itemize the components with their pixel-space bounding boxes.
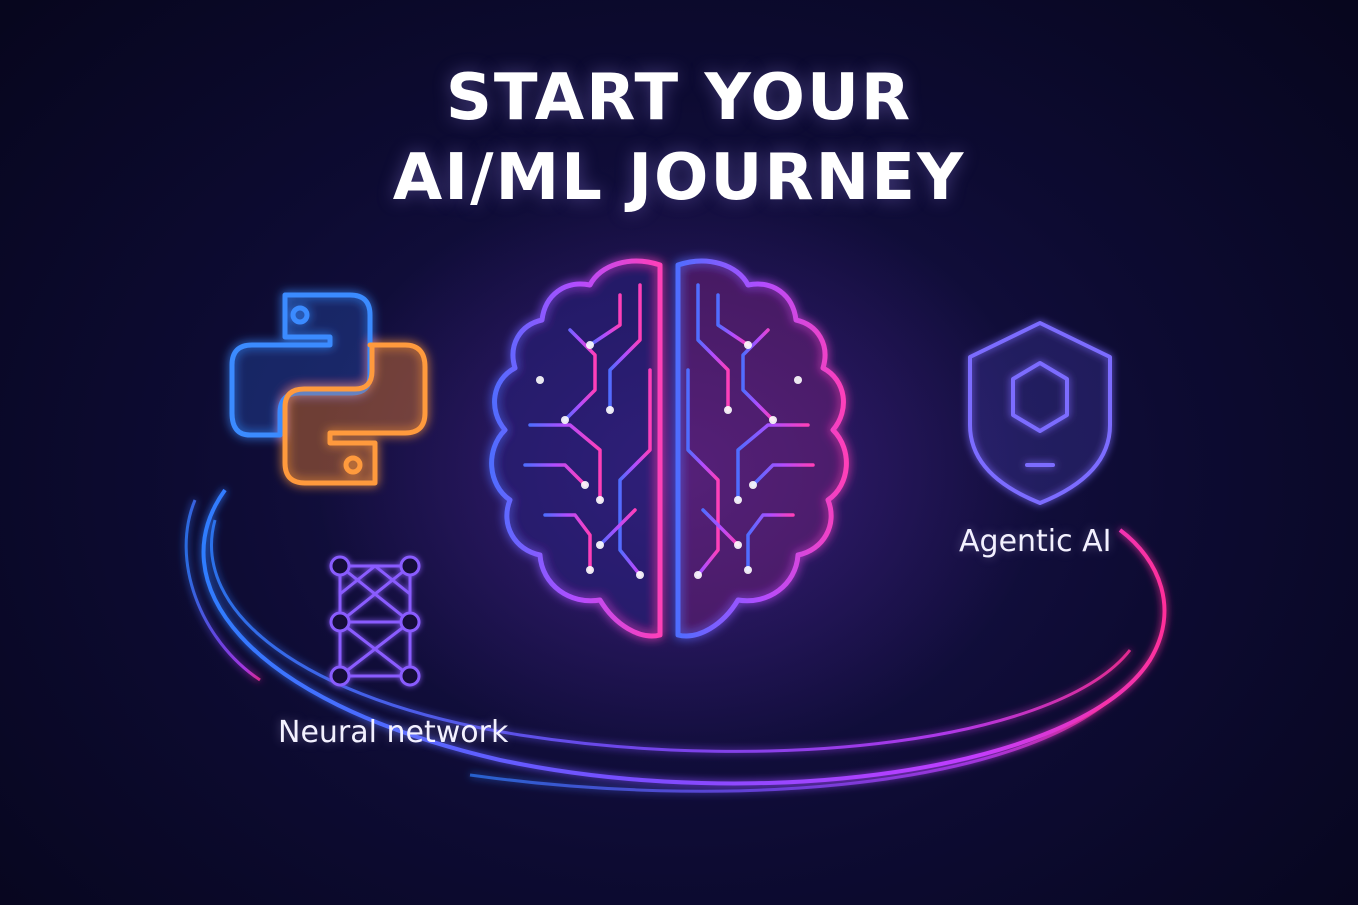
agentic-ai-label: Agentic AI	[959, 524, 1112, 559]
neural-network-label: Neural network	[278, 715, 509, 750]
brain-circuit-icon	[489, 258, 849, 639]
orbit-ring-outer	[201, 488, 1167, 786]
python-logo-icon	[229, 292, 428, 486]
shield-hexagon-icon	[968, 321, 1112, 505]
orbit-ring-middle	[210, 519, 1132, 753]
orbit-ring-inner	[184, 499, 261, 682]
hero-title-line1: START YOUR	[445, 61, 913, 135]
hero-title-line2: AI/ML JOURNEY	[392, 141, 966, 215]
neural-network-icon	[329, 555, 421, 687]
orbit-ring-lower	[469, 698, 1111, 793]
